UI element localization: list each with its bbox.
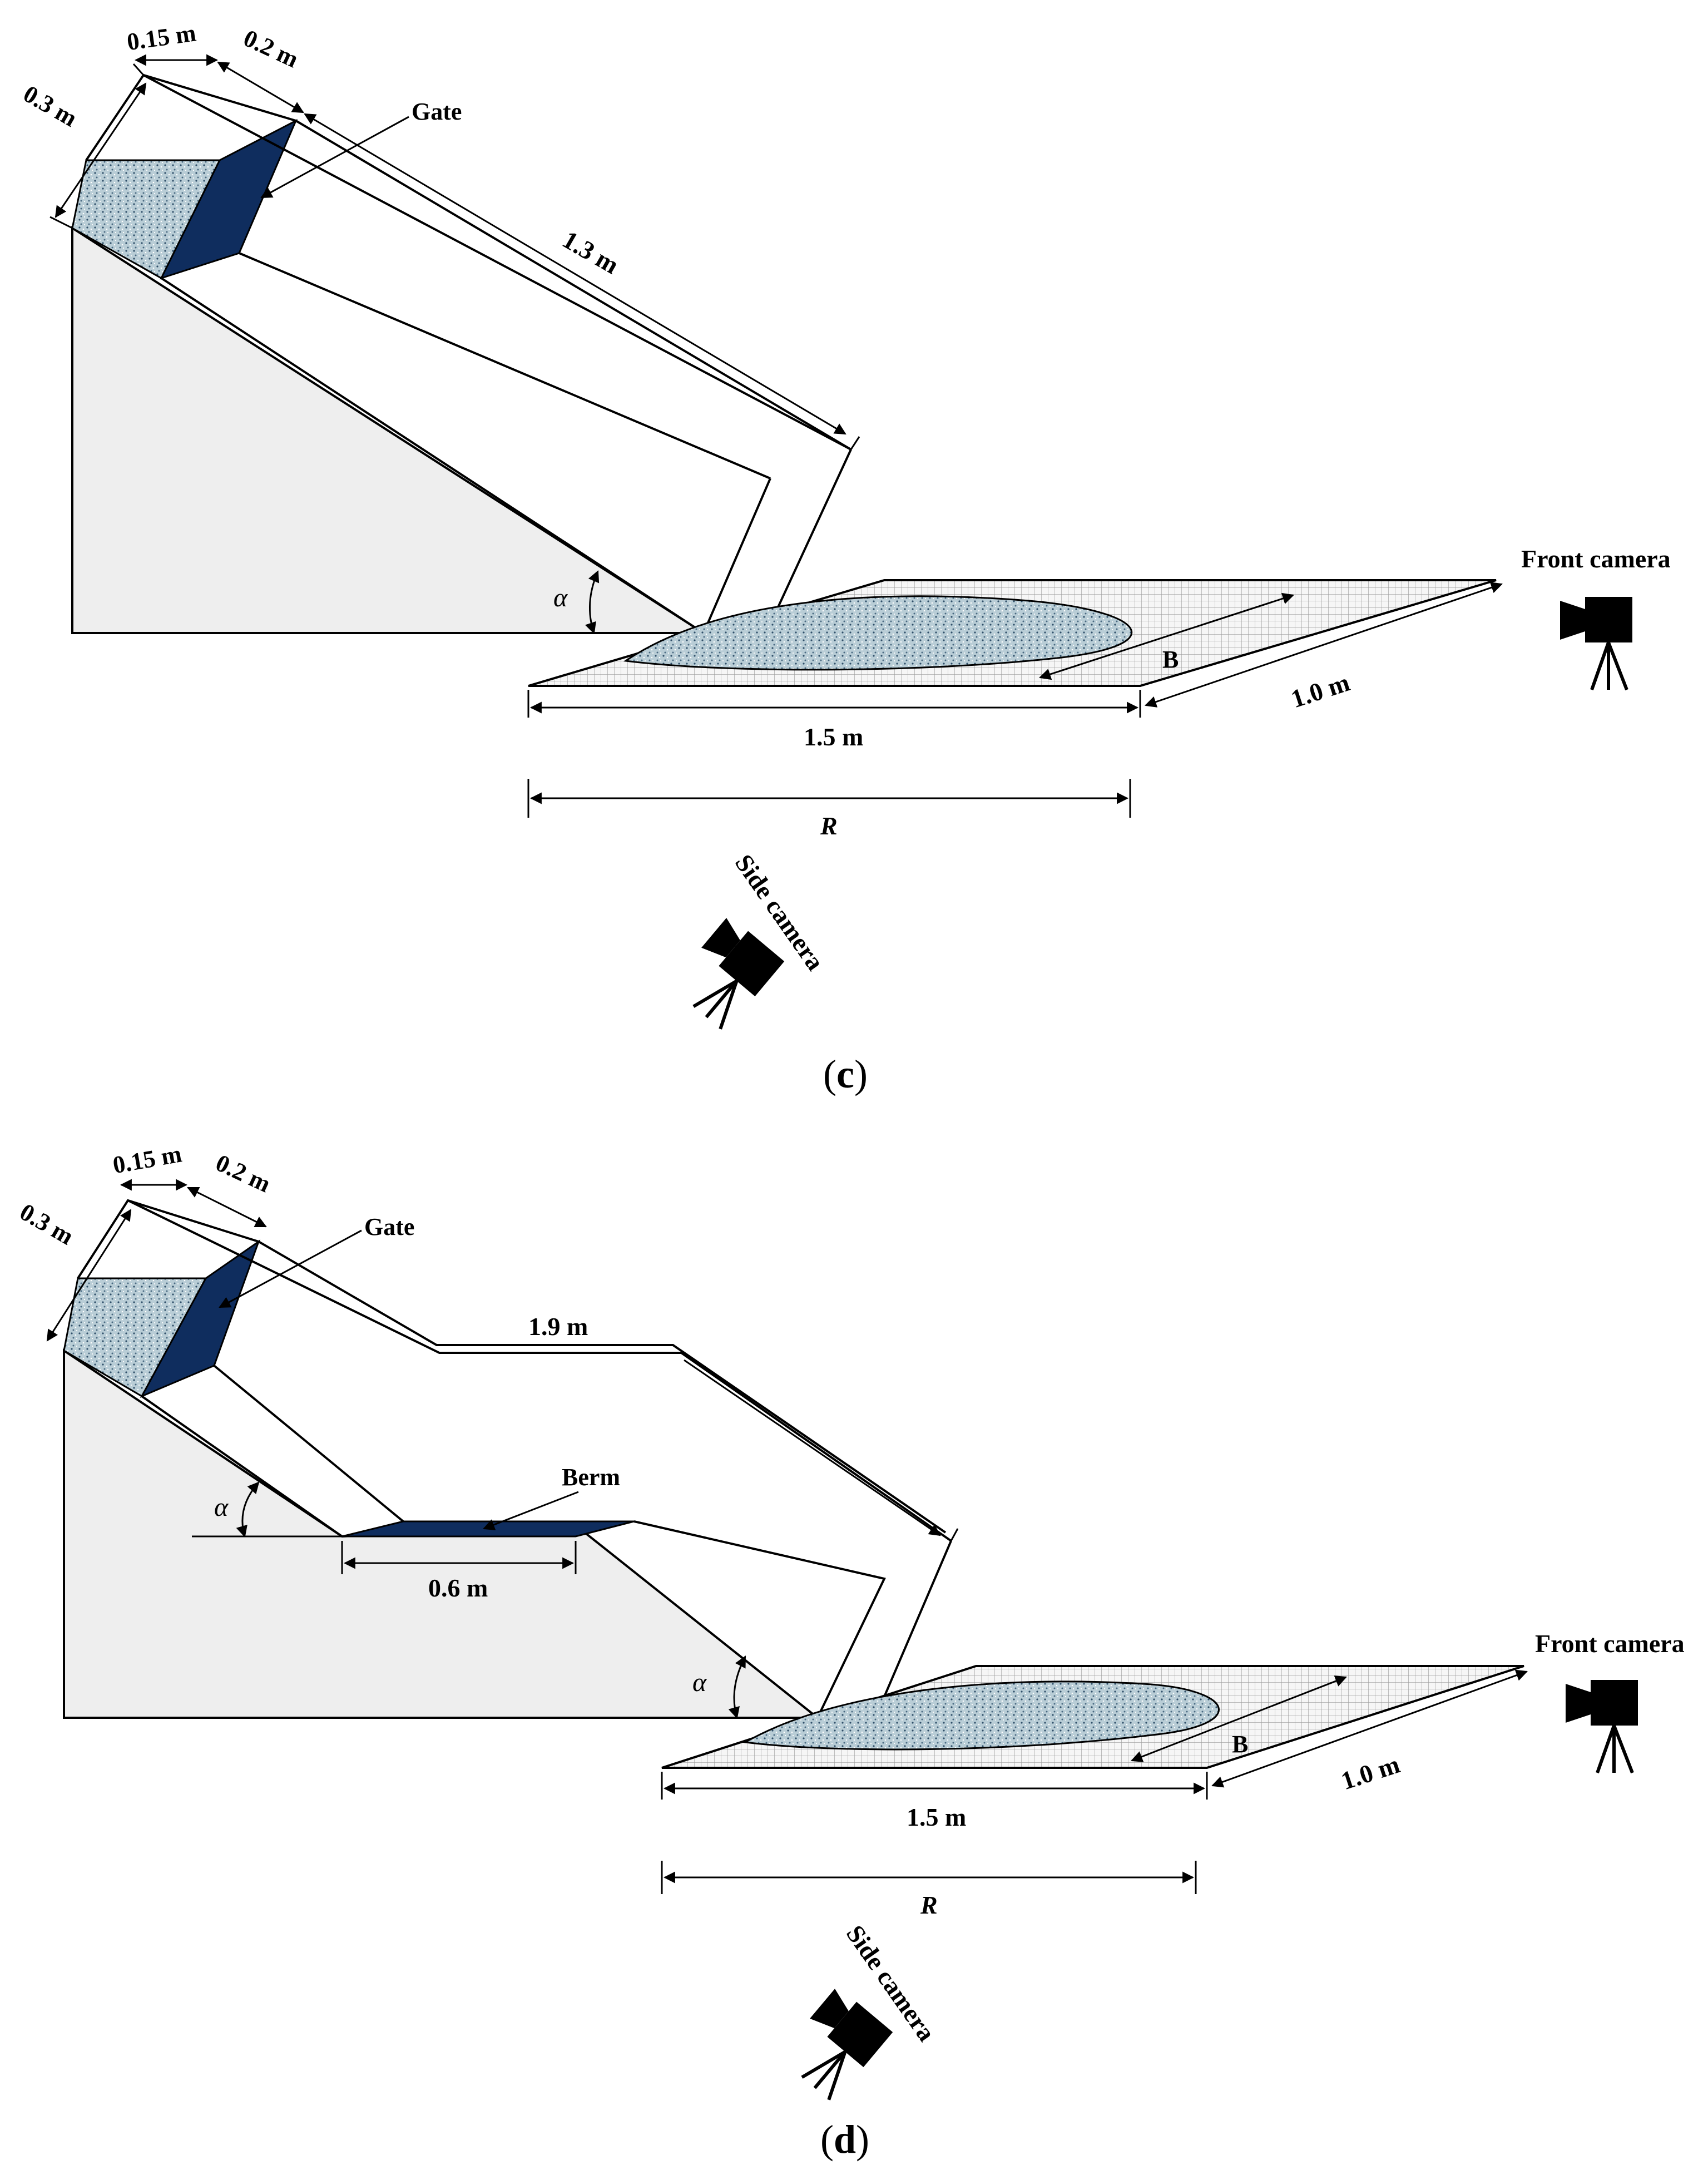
dim-height: 0.3 m: [15, 1198, 78, 1250]
angle-alpha: α: [553, 583, 568, 612]
gate-label: Gate: [412, 98, 462, 125]
front-camera-icon: [1560, 597, 1632, 691]
caption-d: (d): [820, 2117, 869, 2162]
dim-plate-len: 1.5 m: [907, 1803, 966, 1831]
dim-height: 0.3 m: [19, 80, 82, 132]
berm-label: Berm: [562, 1464, 620, 1491]
front-camera-label: Front camera: [1521, 545, 1671, 573]
berm-plate: [341, 1520, 635, 1538]
side-camera-icon: [801, 1989, 893, 2100]
panel-d: 0.3 m 0.15 m 0.2 m Gate 1.9 m Berm 0.6 m…: [15, 1140, 1684, 2162]
dim-B: B: [1162, 646, 1179, 673]
panel-c: 0.3 m 0.15 m 0.2 m Gate 1.3 m α B 1.0 m …: [19, 19, 1671, 1096]
deposit-ellipse: [623, 595, 1133, 671]
dim-width-top: 0.15 m: [125, 19, 197, 56]
gate-label: Gate: [364, 1213, 414, 1240]
dim-R: R: [820, 812, 838, 840]
angle-alpha-lower: α: [692, 1668, 707, 1697]
caption-c: (c): [823, 1052, 868, 1096]
front-camera-label: Front camera: [1535, 1629, 1685, 1658]
dim-gate-len: 0.2 m: [239, 24, 303, 73]
dim-slope-len: 1.9 m: [528, 1312, 588, 1341]
dim-B: B: [1232, 1731, 1248, 1758]
dim-plate-width: 1.0 m: [1288, 668, 1353, 714]
angle-alpha-upper: α: [214, 1492, 229, 1522]
dim-R: R: [920, 1891, 938, 1919]
dim-slope-len: 1.3 m: [558, 225, 623, 279]
dim-plate-width: 1.0 m: [1338, 1750, 1403, 1796]
side-camera-icon: [692, 918, 785, 1030]
dim-plate-len: 1.5 m: [804, 723, 863, 751]
dim-berm: 0.6 m: [428, 1574, 488, 1602]
front-camera-icon: [1566, 1680, 1638, 1774]
dim-width-top: 0.15 m: [111, 1140, 184, 1179]
dim-gate-len: 0.2 m: [211, 1149, 275, 1198]
